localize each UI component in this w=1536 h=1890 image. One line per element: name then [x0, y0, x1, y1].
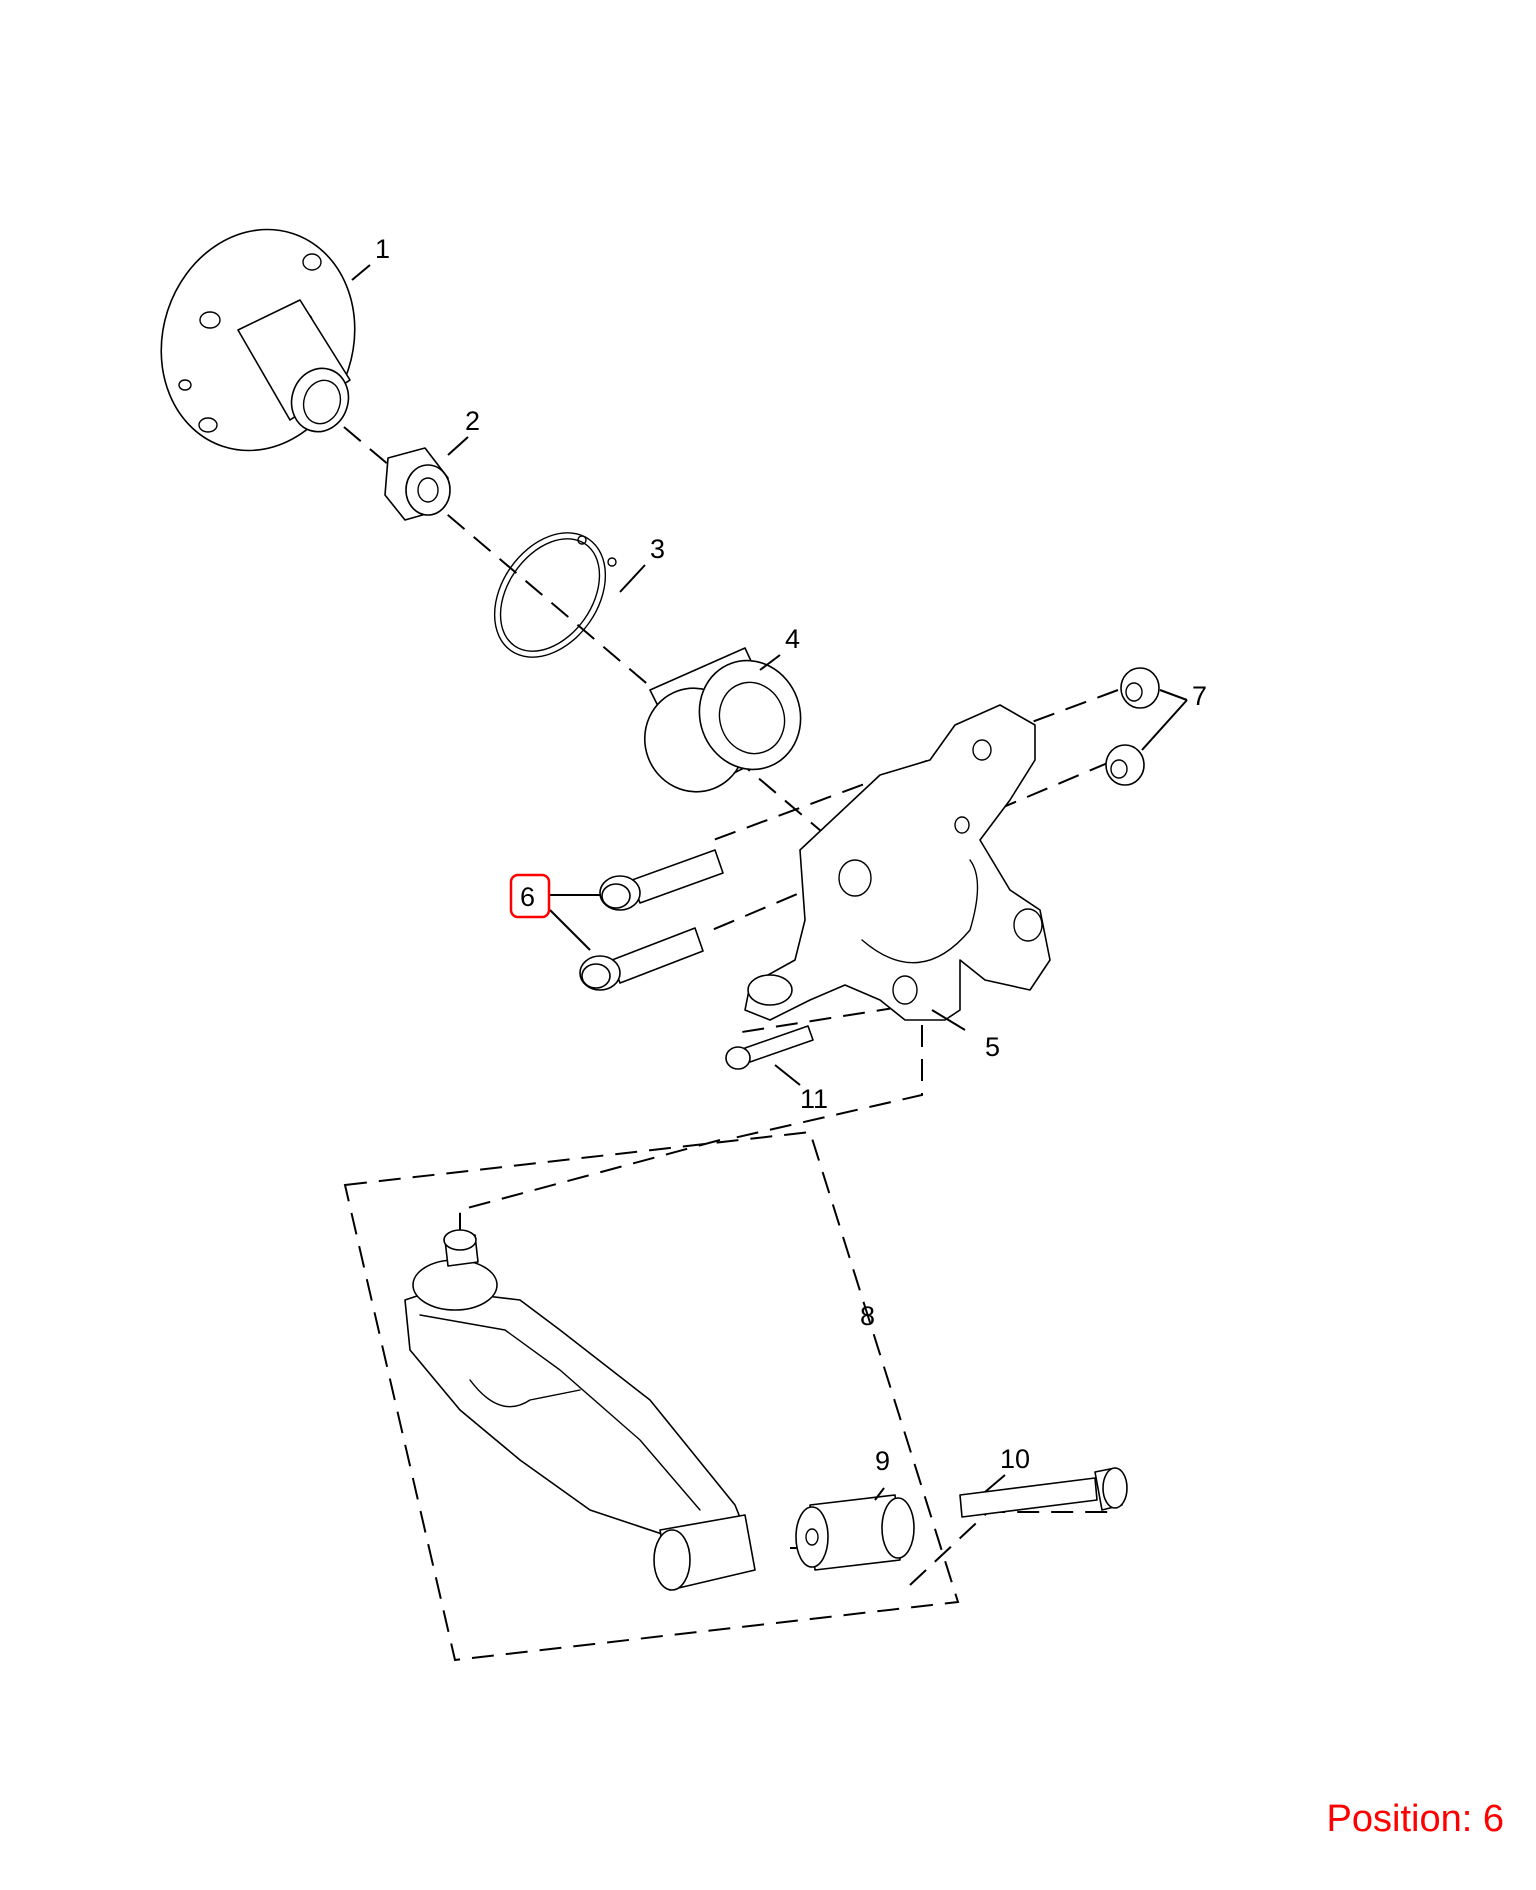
part-8-lower-control-arm[interactable] — [404, 1229, 756, 1591]
part-10-long-bolt[interactable] — [959, 1467, 1128, 1518]
part-7-nut-upper[interactable] — [1120, 667, 1160, 709]
position-indicator: Position: 6 — [1326, 1798, 1504, 1840]
callout-10: 10 — [1000, 1444, 1030, 1474]
callout-3: 3 — [650, 534, 665, 564]
callout-6-highlight — [509, 873, 551, 919]
part-3-snap-ring[interactable] — [472, 512, 629, 678]
part-6-bolt-lower[interactable] — [579, 927, 704, 991]
part-11-bolt[interactable] — [725, 1025, 814, 1070]
callout-8: 8 — [860, 1301, 875, 1331]
callout-7: 7 — [1192, 681, 1207, 711]
callout-4: 4 — [785, 624, 800, 654]
leader-lines — [351, 264, 1188, 1501]
callout-2: 2 — [465, 406, 480, 436]
callout-11: 11 — [800, 1084, 828, 1114]
part-4-wheel-bearing[interactable] — [630, 646, 816, 806]
part-5-steering-knuckle[interactable] — [744, 704, 1051, 1021]
part-1-hub-flange[interactable] — [133, 204, 383, 476]
part-6-bolt-upper[interactable] — [599, 849, 724, 911]
callout-9: 9 — [875, 1446, 890, 1476]
assembly-8-boundary — [343, 1130, 960, 1662]
part-2-hub-nut[interactable] — [384, 447, 451, 521]
callout-6[interactable]: 6 — [520, 882, 535, 912]
callout-5: 5 — [985, 1032, 1000, 1062]
assembly-axis-lines — [317, 404, 1119, 1586]
part-9-bushing[interactable] — [795, 1494, 915, 1571]
part-7-nut-lower[interactable] — [1105, 744, 1145, 786]
callout-1: 1 — [375, 234, 390, 264]
